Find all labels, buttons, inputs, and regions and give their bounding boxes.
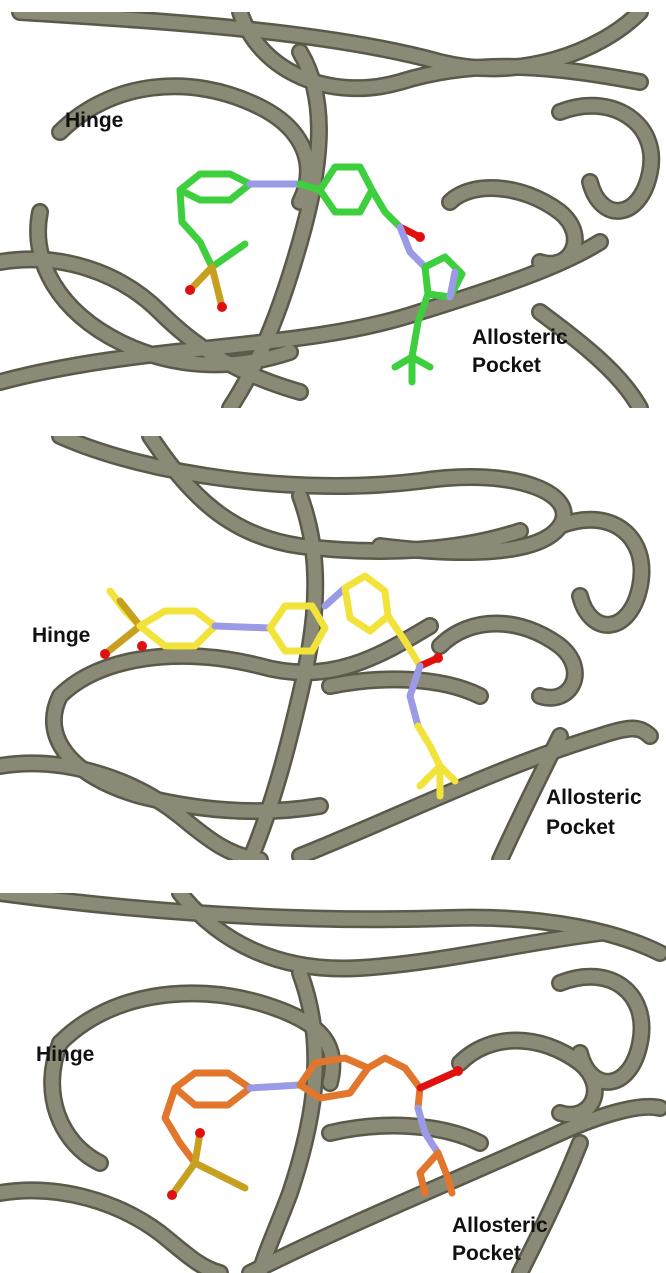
hinge-label: Hinge (32, 624, 91, 647)
protein-ribbon-render-1 (0, 12, 661, 408)
allosteric-pocket-label-line1: Allosteric (472, 326, 568, 349)
protein-ribbon-render-3 (0, 893, 666, 1273)
allosteric-pocket-label-line1: Allosteric (452, 1214, 548, 1237)
structure-panel-1: Hinge Allosteric Pocket (0, 12, 666, 408)
structure-panel-2: Hinge Allosteric Pocket (0, 436, 666, 860)
allosteric-pocket-label-line2: Pocket (472, 354, 541, 377)
allosteric-pocket-label-line2: Pocket (546, 816, 615, 839)
allosteric-pocket-label-line2: Pocket (452, 1242, 521, 1265)
structure-panel-3: Hinge Allosteric Pocket (0, 893, 666, 1273)
hinge-label: Hinge (36, 1043, 95, 1066)
allosteric-pocket-label-line1: Allosteric (546, 786, 642, 809)
hinge-label: Hinge (65, 109, 124, 132)
protein-ribbon-render-2 (0, 436, 659, 860)
